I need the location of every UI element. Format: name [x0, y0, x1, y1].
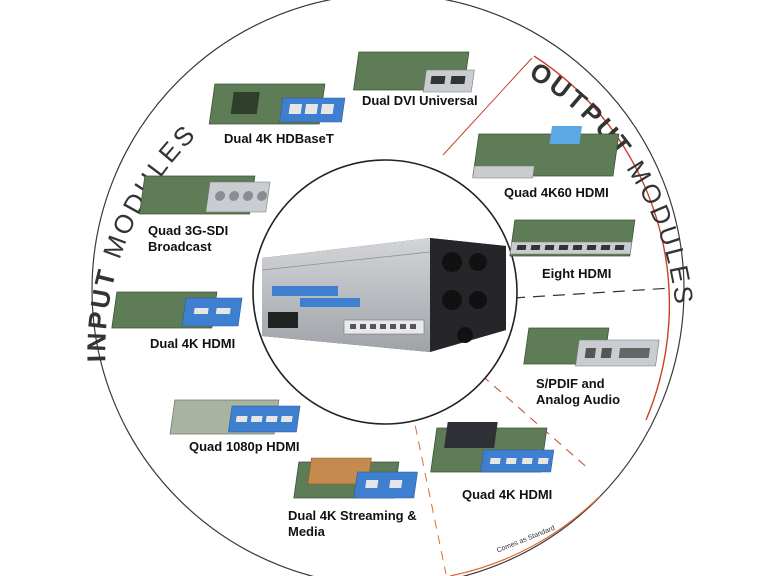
label-quad-3g-sdi-broadcast: Quad 3G-SDI Broadcast: [148, 223, 229, 254]
outer-ring: [91, 0, 685, 576]
label-spdif-analog-audio: S/PDIF and Analog Audio: [536, 376, 621, 407]
divider-top-red: [442, 57, 533, 156]
label-dual-4k-hdmi-input: Dual 4K HDMI: [150, 336, 236, 351]
card-eight-hdmi: [509, 219, 636, 257]
label-dual-4k-hdbaset: Dual 4K HDBaseT: [224, 131, 334, 146]
switcher-chassis: [261, 238, 506, 352]
label-quad-1080p-hdmi: Quad 1080p HDMI: [189, 439, 300, 454]
label-quad-4k60-hdmi: Quad 4K60 HDMI: [504, 185, 609, 200]
card-quad-1080p-hdmi: [169, 399, 301, 435]
card-spdif-audio: [523, 327, 660, 367]
card-quad-3g-sdi: [139, 175, 271, 215]
card-quad-4k-hdmi: [430, 422, 555, 473]
label-eight-hdmi: Eight HDMI: [542, 266, 612, 281]
label-dual-dvi-universal: Dual DVI Universal: [362, 93, 478, 108]
output-arc-segment: [533, 55, 671, 421]
card-dual-dvi: [353, 51, 475, 93]
divider-bottom-dashed: [411, 409, 447, 575]
divider-mid-dashed: [512, 287, 673, 299]
divider-lower-dashed: [469, 364, 591, 471]
card-dual-4k-hdmi: [111, 291, 243, 329]
card-dual-4k-hdbaset: [208, 83, 346, 125]
card-dual-4k-streaming: [293, 457, 418, 499]
card-quad-4k60-hdmi: [472, 126, 620, 179]
label-quad-4k-hdmi-output: Quad 4K HDMI: [462, 487, 553, 502]
label-dual-4k-streaming-media: Dual 4K Streaming & Media: [288, 508, 417, 539]
output-arc-segment-lower: [449, 495, 601, 576]
